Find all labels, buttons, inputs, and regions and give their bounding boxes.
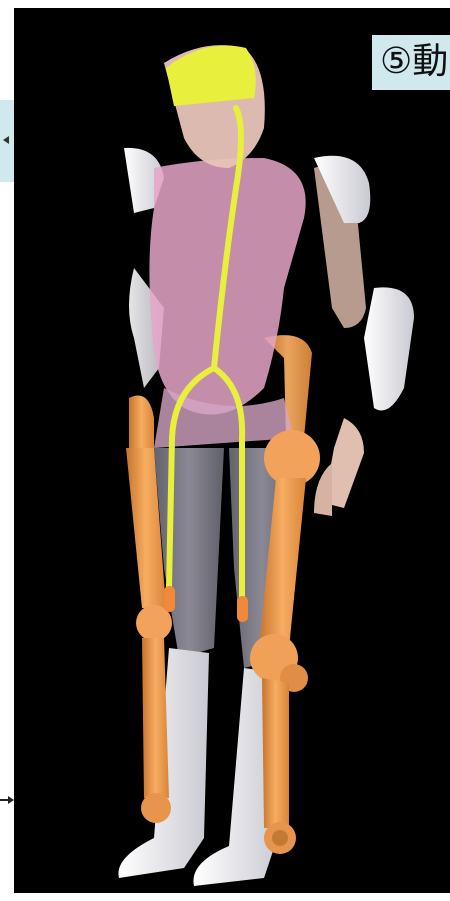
exoskeleton-figure-icon xyxy=(14,8,450,893)
robot-arm-right xyxy=(314,156,414,516)
arrow-right-icon xyxy=(0,790,14,800)
side-tab xyxy=(0,100,14,182)
head xyxy=(164,45,265,168)
step-label-text: ⑤動 xyxy=(380,37,448,87)
figure-frame xyxy=(14,8,450,893)
step-label-box: ⑤動 xyxy=(372,35,450,90)
